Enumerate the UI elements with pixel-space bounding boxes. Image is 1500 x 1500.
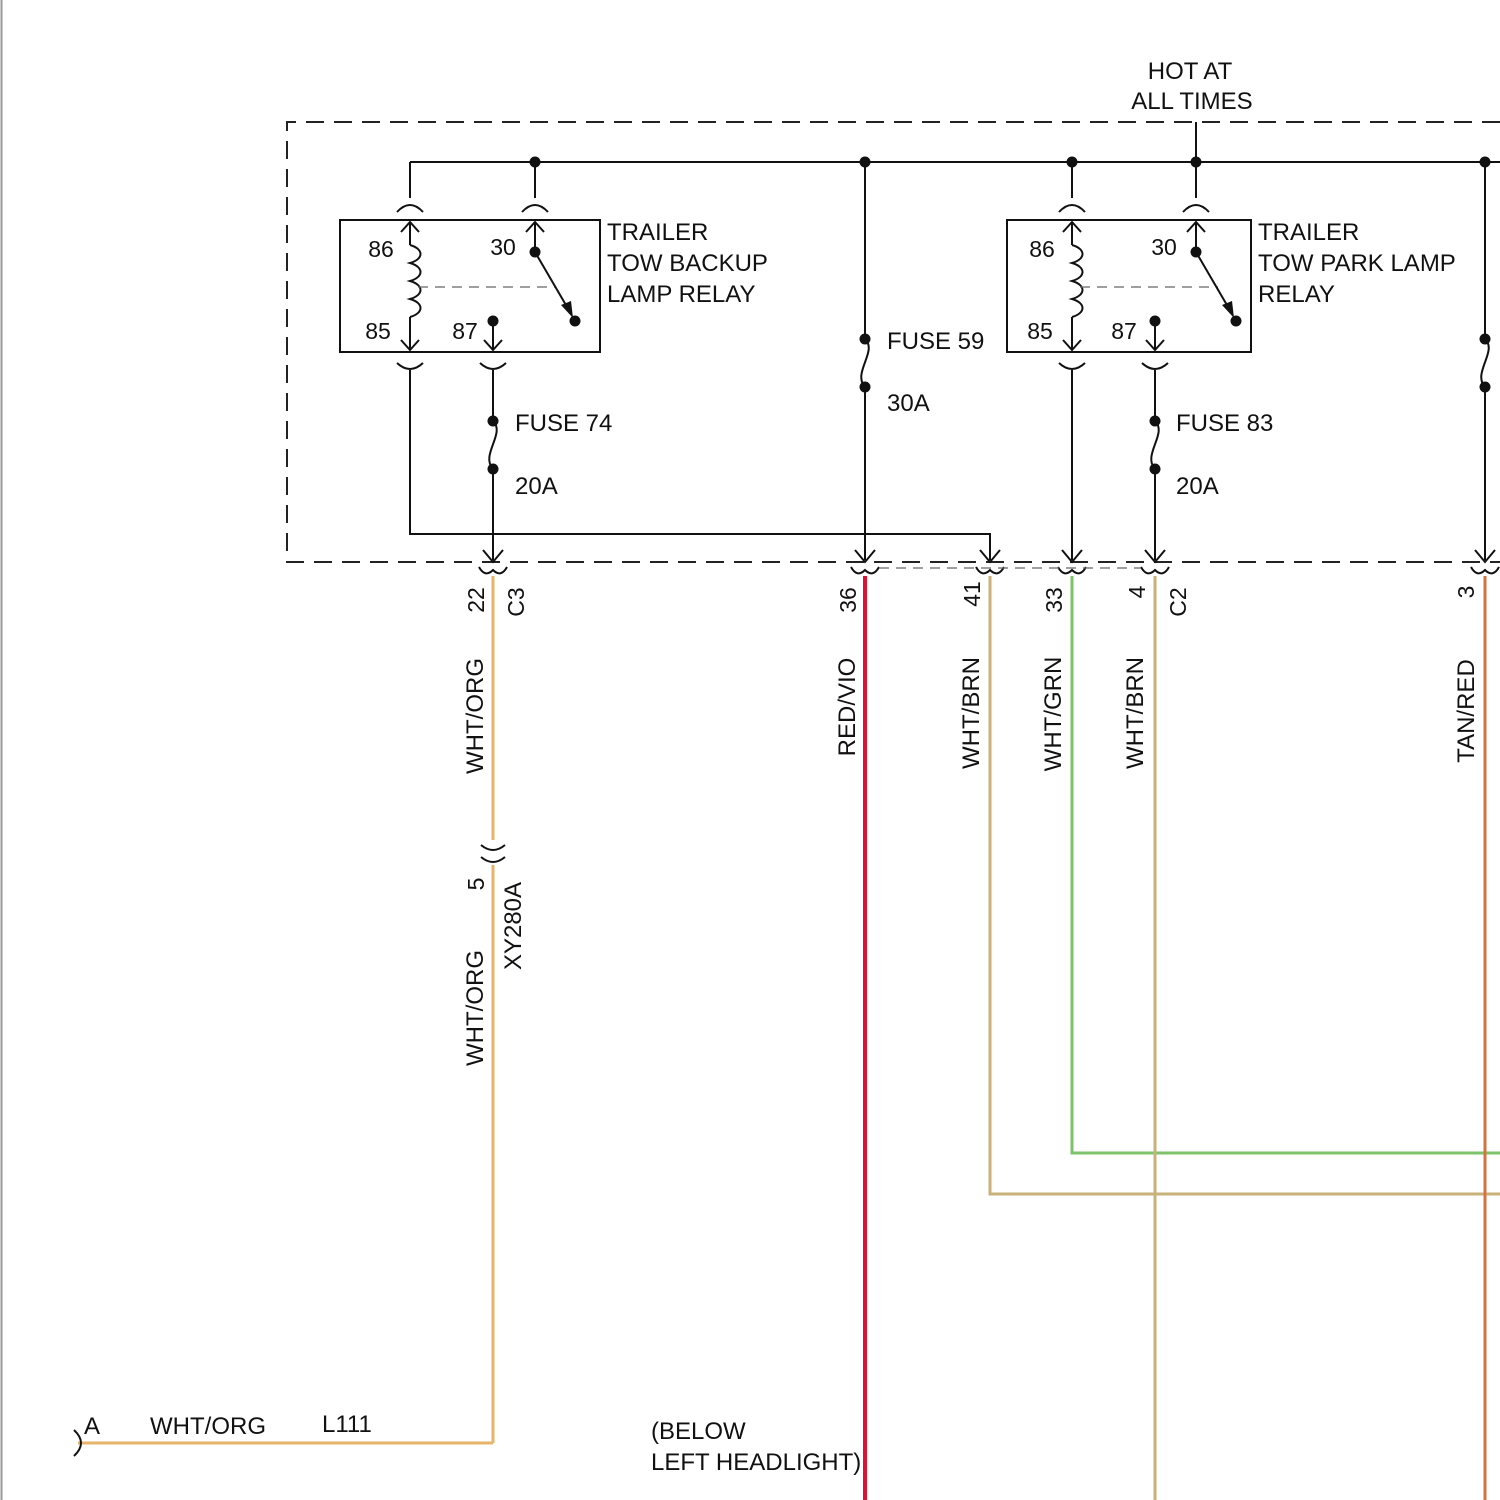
connector-c3-label: C3 [503,587,529,616]
pin-41: 41 [959,581,985,607]
connector-xy280a-label: XY280A [500,882,527,970]
relay1-pin-30: 30 [490,234,516,260]
bottom-wire-label: WHT/ORG [150,1413,266,1440]
pin-3: 3 [1453,586,1479,599]
relay2-title-line3: RELAY [1258,281,1335,308]
fuse-74-label: FUSE 74 [515,410,612,437]
connector-c2-label: C2 [1165,587,1191,616]
wire-label-wht-org: WHT/ORG [462,658,489,774]
fuse-83-rating: 20A [1176,473,1219,500]
relay2-title-line1: TRAILER [1258,219,1359,246]
relay1-title-line3: LAMP RELAY [607,281,756,308]
fuse-59-symbol [860,334,871,393]
relay2-title-line2: TOW PARK LAMP [1258,250,1456,277]
wire-label-red-vio: RED/VIO [834,658,861,757]
relay2-pin-85: 85 [1027,318,1053,344]
pin-36: 36 [835,587,861,613]
trailer-tow-park-lamp-relay: 86 30 85 87 [1007,162,1251,369]
pin-4: 4 [1124,585,1150,598]
relay2-pin-87: 87 [1111,318,1137,344]
relay1-pin-87: 87 [452,318,478,344]
pin-5: 5 [463,878,489,891]
fuse-59-rating: 30A [887,390,930,417]
power-label-line2: ALL TIMES [1131,88,1252,115]
wire-label-wht-brn-41: WHT/BRN [958,657,985,769]
wire-label-wht-grn: WHT/GRN [1040,657,1067,772]
fuse-83-label: FUSE 83 [1176,410,1273,437]
fuse-74-symbol [488,416,499,475]
wire-label-tan-red: TAN/RED [1453,659,1480,763]
bottom-circuit-label: L111 [322,1411,372,1438]
fuse-74-rating: 20A [515,473,558,500]
pin-22: 22 [463,587,489,613]
pin-33: 33 [1041,587,1067,613]
relay1-pin-86: 86 [368,236,394,262]
wire-label-wht-org-lower: WHT/ORG [462,950,489,1066]
power-label-line1: HOT AT [1148,58,1233,85]
fuse-59-label: FUSE 59 [887,328,984,355]
wire-wht-org-circuit [78,576,505,1443]
location-label-line2: LEFT HEADLIGHT) [651,1449,861,1476]
relay1-title-line1: TRAILER [607,219,708,246]
bottom-pin-a: A [84,1413,100,1440]
location-label-line1: (BELOW [651,1418,746,1445]
relay2-pin-30: 30 [1151,234,1177,260]
right-edge-fuse-symbol [1480,334,1491,393]
relay1-title-line2: TOW BACKUP [607,250,768,277]
relay2-pin-86: 86 [1029,236,1055,262]
fuse-83-symbol [1150,416,1161,475]
trailer-tow-backup-lamp-relay: 86 30 85 87 [340,162,600,369]
relay1-pin-85: 85 [365,318,391,344]
wire-label-wht-brn-4: WHT/BRN [1122,657,1149,769]
